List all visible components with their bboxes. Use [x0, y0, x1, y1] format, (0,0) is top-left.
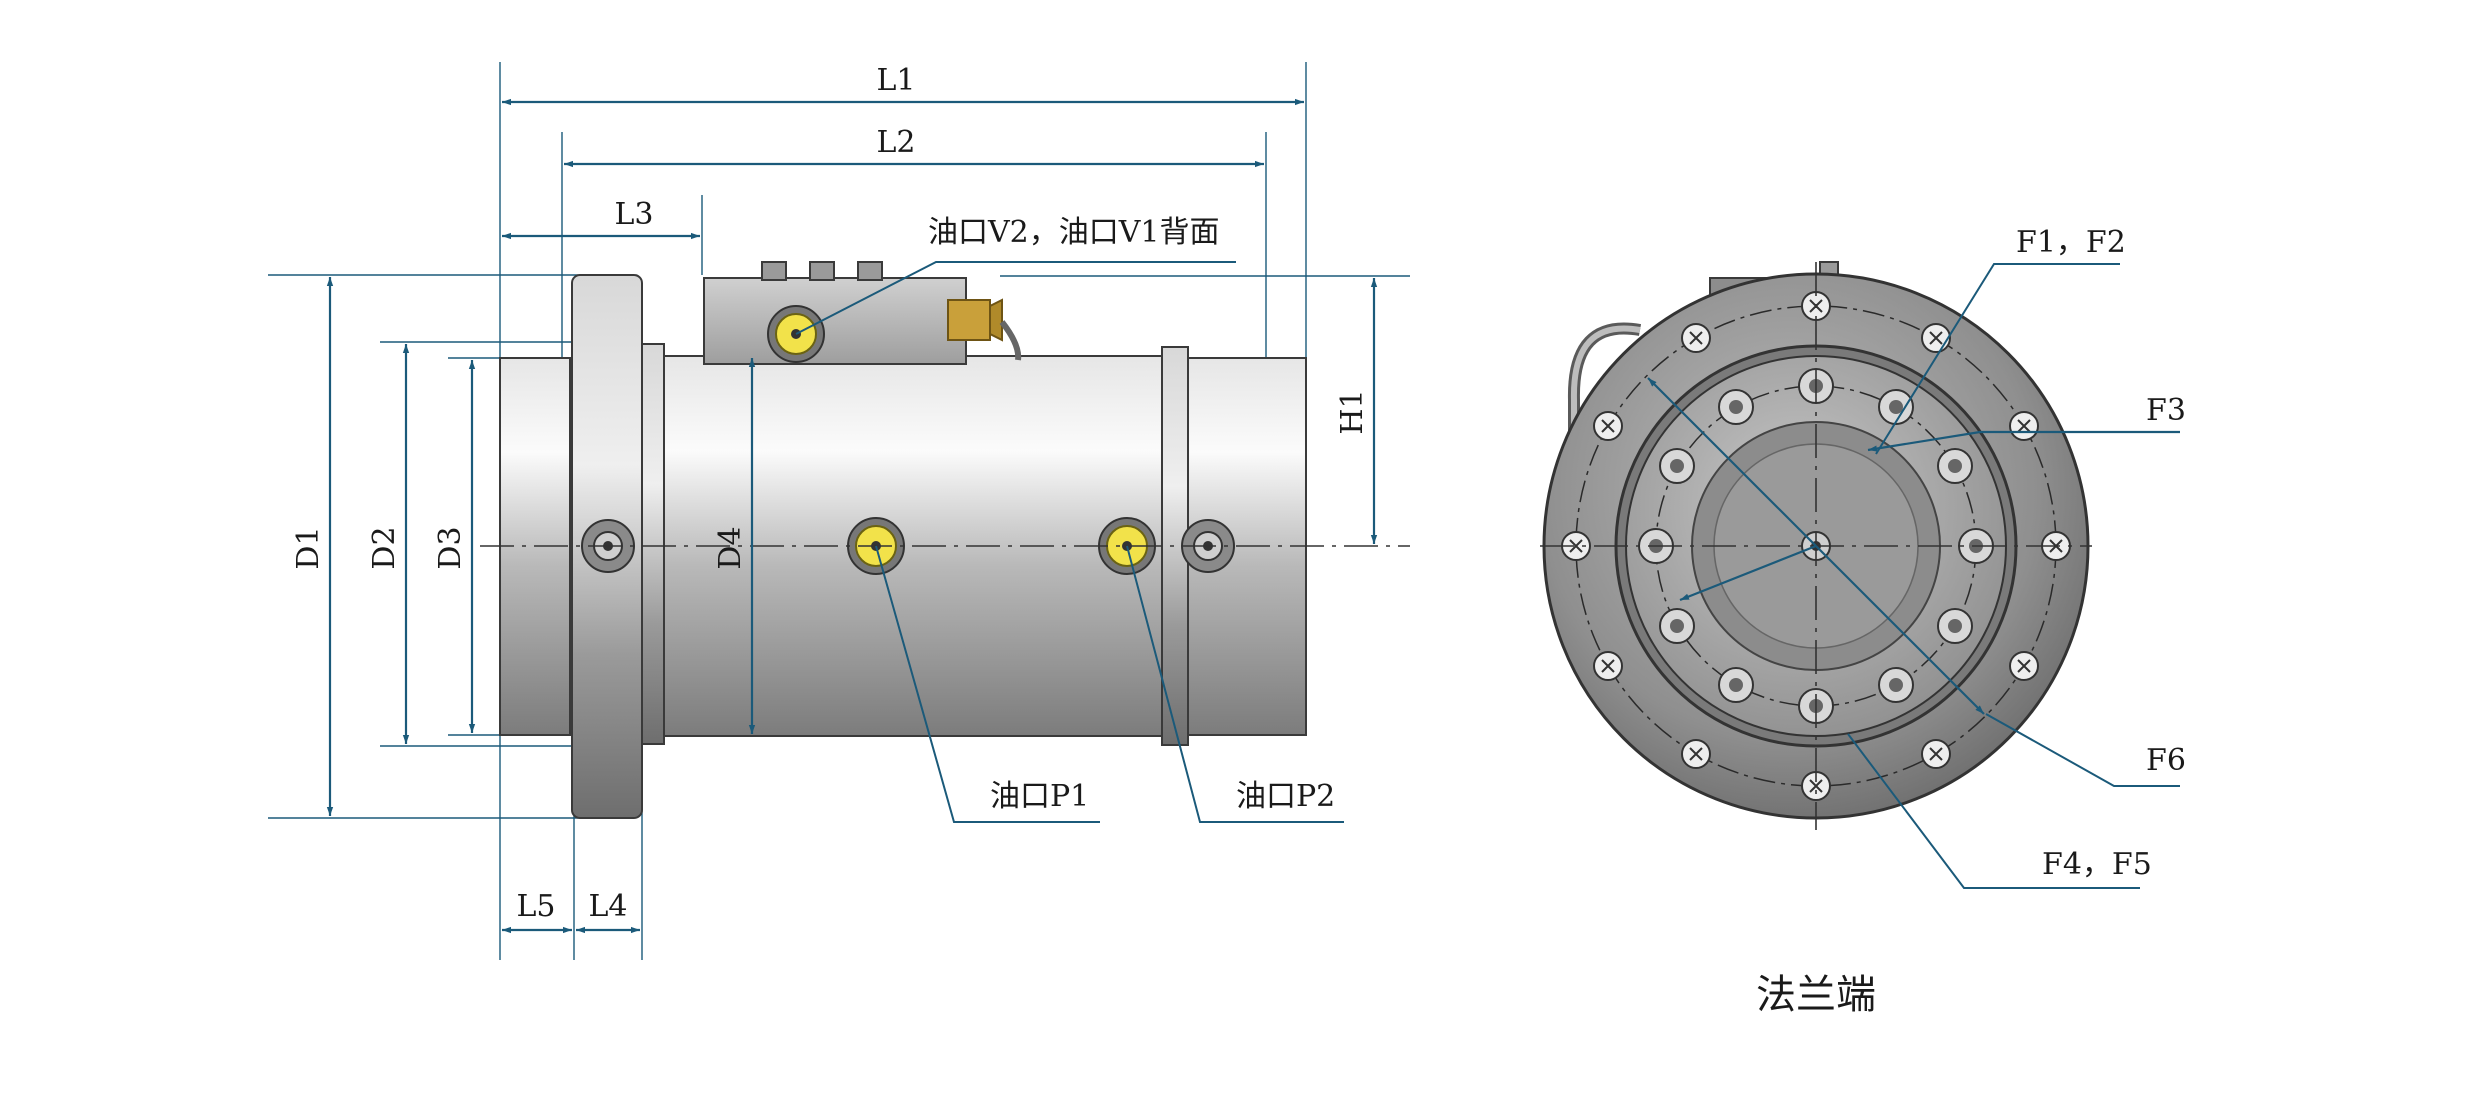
dim-label-d4: D4	[713, 526, 748, 569]
valve-block	[703, 277, 967, 365]
outer-bolt-holes	[1561, 291, 2071, 801]
port-label-p2: 油口P2	[1236, 779, 1335, 814]
dim-label-l4: L4	[588, 889, 627, 924]
port-label-v2-v1: 油口V2，油口V1背面	[928, 215, 1220, 250]
end-view-caption: 法兰端	[1756, 972, 1876, 1018]
label-f1-f2: F1，F2	[2016, 225, 2126, 260]
side-view	[268, 62, 1410, 960]
port-label-p1: 油口P1	[990, 779, 1089, 814]
dim-label-d1: D1	[291, 526, 326, 569]
inner-bolt-holes	[1638, 368, 1994, 724]
label-f6: F6	[2146, 743, 2186, 778]
label-f3: F3	[2146, 393, 2186, 428]
dim-label-l2: L2	[876, 125, 915, 160]
dim-label-l1: L1	[876, 63, 915, 98]
dim-label-d3: D3	[433, 526, 468, 569]
dim-label-l5: L5	[516, 889, 555, 924]
flange-end-view	[1540, 261, 2180, 889]
label-f4-f5: F4，F5	[2042, 847, 2152, 882]
brass-fitting	[947, 299, 991, 341]
dim-label-l3: L3	[614, 197, 653, 232]
dim-label-h1: H1	[1335, 389, 1370, 434]
dim-label-d2: D2	[367, 526, 402, 569]
